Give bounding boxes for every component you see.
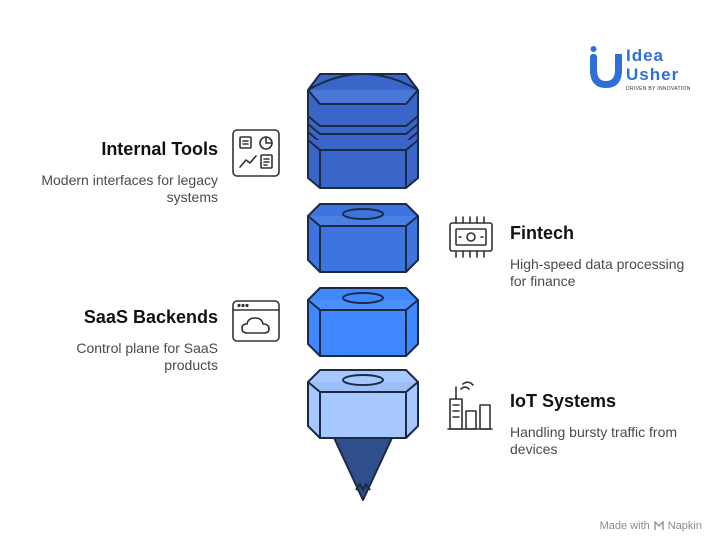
made-with-label: Made with [599, 520, 650, 532]
item-title-fintech: Fintech [510, 223, 575, 243]
item-desc-line: for finance [510, 273, 576, 289]
cloud-window-icon [232, 300, 280, 342]
item-desc-saas-backends: Control plane for SaaS products [76, 340, 218, 374]
segment-saas [307, 287, 419, 357]
item-desc-line: products [164, 357, 218, 373]
segment-top [307, 73, 419, 189]
item-title-iot-systems: IoT Systems [510, 391, 617, 411]
napkin-label: Napkin [667, 520, 702, 532]
money-chip-icon [449, 216, 493, 258]
bolt-stack [307, 73, 419, 501]
item-desc-line: High-speed data processing [510, 256, 685, 272]
item-desc-internal-tools: Modern interfaces for legacy systems [41, 172, 218, 206]
item-desc-iot-systems: Handling bursty traffic from devices [510, 424, 677, 458]
brand-line1: Idea [626, 46, 665, 65]
dashboard-icon [232, 129, 280, 177]
item-title-internal-tools: Internal Tools [101, 139, 218, 159]
item-desc-line: Modern interfaces for legacy [41, 172, 218, 188]
segment-fintech [307, 203, 419, 273]
logo-u-icon [590, 46, 622, 88]
brand-logo: Idea Usher DRIVEN BY INNOVATION [588, 46, 704, 96]
item-desc-line: Handling bursty traffic from [510, 424, 678, 440]
item-desc-fintech: High-speed data processing for finance [510, 256, 684, 290]
brand-tagline: DRIVEN BY INNOVATION [626, 86, 691, 92]
item-desc-line: devices [510, 441, 558, 457]
item-desc-line: systems [166, 189, 218, 205]
segment-iot [307, 369, 419, 501]
signal-tower-icon [447, 381, 493, 430]
napkin-icon [654, 521, 664, 530]
item-desc-line: Control plane for SaaS [76, 340, 218, 356]
made-with-napkin: Made with Napkin [600, 520, 702, 532]
item-title-saas-backends: SaaS Backends [83, 307, 218, 327]
brand-line2: Usher [626, 65, 680, 84]
